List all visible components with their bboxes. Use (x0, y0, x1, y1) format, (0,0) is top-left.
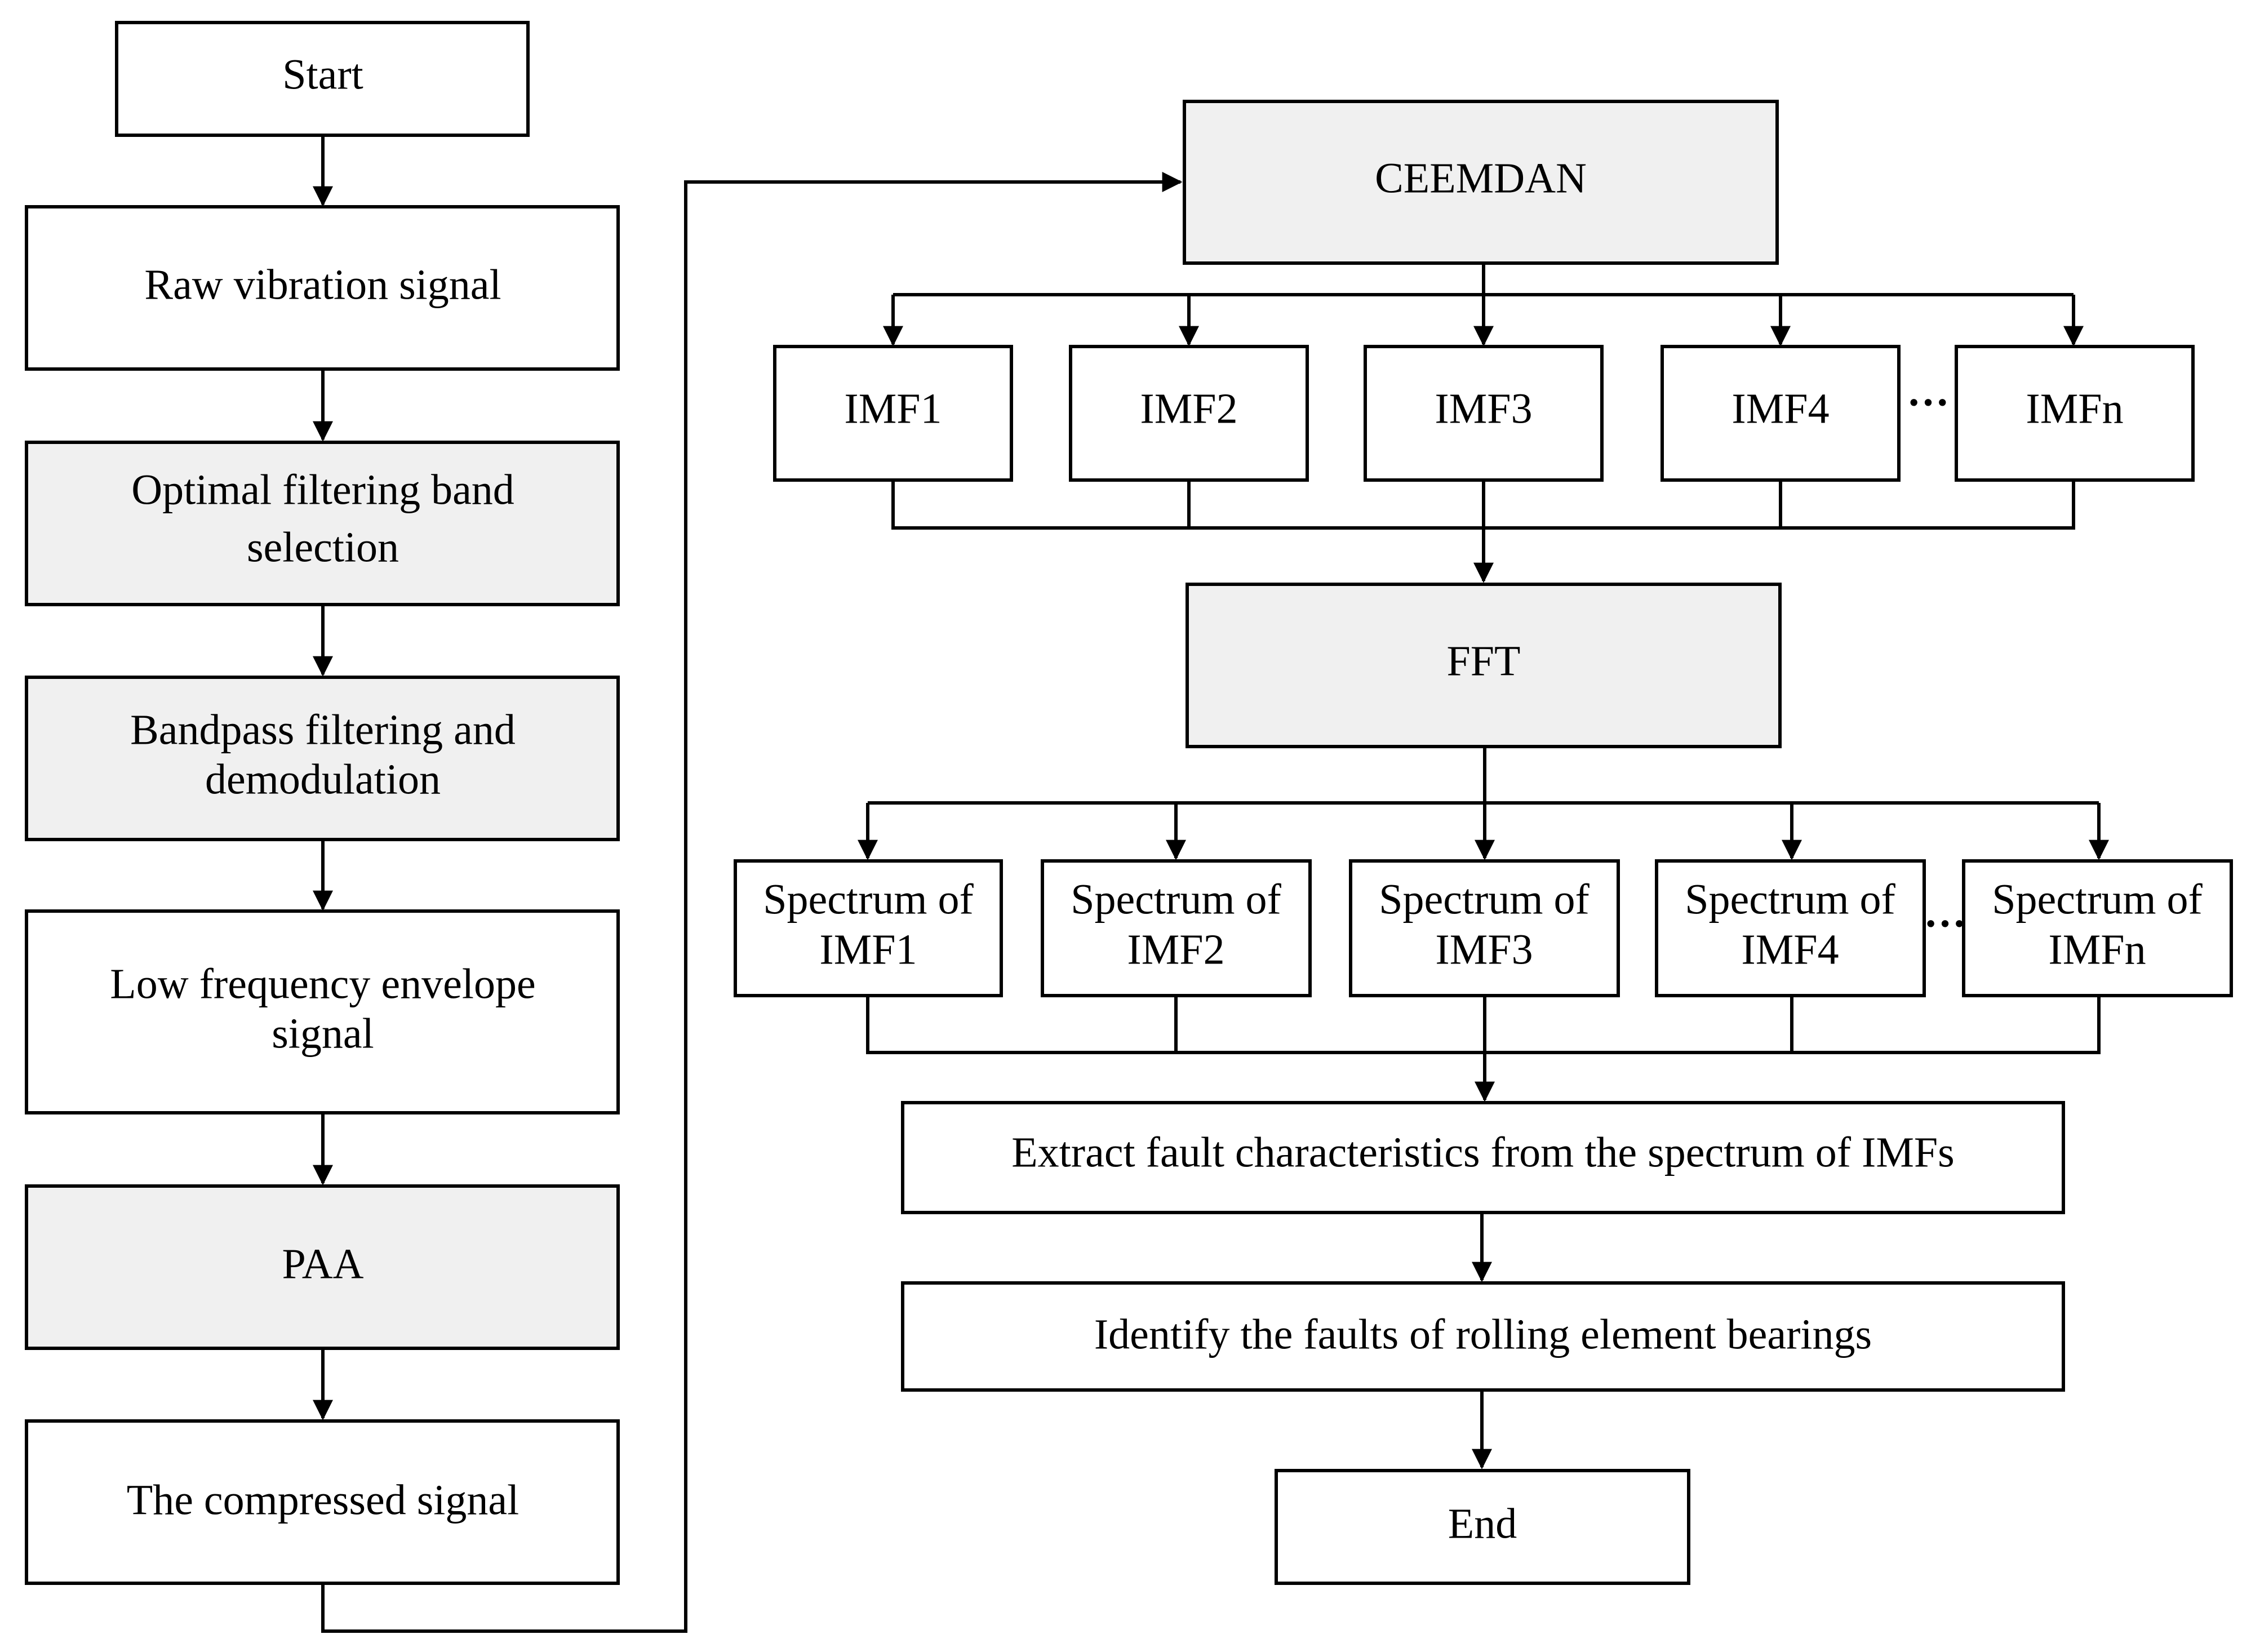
identify-faults-label: Identify the faults of rolling element b… (1094, 1311, 1872, 1358)
low-frequency-label-line2: signal (272, 1010, 374, 1057)
bandpass-label-line2: demodulation (205, 756, 441, 803)
compressed-signal-label: The compressed signal (127, 1476, 519, 1524)
imf-row: IMF1 IMF2 IMF3 IMF4 ··· IMFn (773, 345, 2195, 482)
imf2-label: IMF2 (1140, 385, 1237, 432)
spectrum-imf4-box: Spectrum of IMF4 (1655, 859, 1926, 997)
bandpass-label-line1: Bandpass filtering and (130, 706, 516, 753)
spectrum-imf1-label-line1: Spectrum of (763, 876, 974, 923)
left-connectors (313, 135, 1183, 1633)
paa-label: PAA (282, 1240, 363, 1287)
right-connectors (858, 263, 2109, 1469)
ceemdan-label: CEEMDAN (1375, 154, 1587, 202)
imf3-label: IMF3 (1435, 385, 1532, 432)
raw-signal-box: Raw vibration signal (25, 205, 620, 371)
optimal-band-box: Optimal filtering band selection (25, 441, 620, 606)
spectrum-imfn-label-line1: Spectrum of (1992, 876, 2203, 923)
extract-features-label: Extract fault characteristics from the s… (1011, 1129, 1955, 1176)
extract-features-box: Extract fault characteristics from the s… (901, 1101, 2065, 1214)
low-frequency-box: Low frequency envelope signal (25, 909, 620, 1114)
imfn-label: IMFn (2026, 385, 2123, 432)
imf-ellipsis: ··· (1907, 379, 1950, 426)
spectrum-imf2-box: Spectrum of IMF2 (1041, 859, 1312, 997)
spectrum-imf1-box: Spectrum of IMF1 (734, 859, 1003, 997)
imf2-box: IMF2 (1069, 345, 1309, 482)
spectrum-imfn-box: Spectrum of IMFn (1962, 859, 2233, 997)
imf4-label: IMF4 (1731, 385, 1829, 432)
spectrum-imf1-label-line2: IMF1 (819, 926, 917, 973)
start-node: Start (115, 21, 530, 137)
spectrum-imf3-box: Spectrum of IMF3 (1349, 859, 1620, 997)
imfn-box: IMFn (1955, 345, 2195, 482)
start-label: Start (282, 51, 363, 98)
imf4-box: IMF4 (1660, 345, 1901, 482)
ceemdan-box: CEEMDAN (1183, 100, 1779, 265)
imf1-label: IMF1 (844, 385, 942, 432)
low-frequency-label-line1: Low frequency envelope (110, 960, 535, 1007)
imf1-box: IMF1 (773, 345, 1013, 482)
fft-label: FFT (1447, 637, 1521, 685)
spectrum-row: Spectrum of IMF1 Spectrum of IMF2 Spectr… (734, 859, 2233, 997)
optimal-band-label-line1: Optimal filtering band (131, 466, 514, 513)
fft-box: FFT (1186, 583, 1782, 748)
spectrum-imf2-label-line1: Spectrum of (1071, 876, 1281, 923)
end-node: End (1275, 1469, 1690, 1585)
raw-signal-label: Raw vibration signal (144, 261, 501, 308)
compressed-signal-box: The compressed signal (25, 1419, 620, 1585)
spectrum-ellipsis: ··· (1924, 900, 1966, 947)
identify-faults-box: Identify the faults of rolling element b… (901, 1281, 2065, 1392)
spectrum-imfn-label-line2: IMFn (2048, 926, 2146, 973)
paa-box: PAA (25, 1184, 620, 1350)
spectrum-imf3-label-line1: Spectrum of (1379, 876, 1590, 923)
arrow-compressed-to-ceemdan (321, 172, 1183, 1633)
optimal-band-label-line2: selection (247, 523, 399, 571)
spectrum-imf2-label-line2: IMF2 (1127, 926, 1224, 973)
spectrum-imf4-label-line2: IMF4 (1741, 926, 1839, 973)
spectrum-imf4-label-line1: Spectrum of (1685, 876, 1895, 923)
bandpass-box: Bandpass filtering and demodulation (25, 676, 620, 841)
imf3-box: IMF3 (1364, 345, 1604, 482)
spectrum-imf3-label-line2: IMF3 (1435, 926, 1533, 973)
end-label: End (1448, 1500, 1517, 1547)
